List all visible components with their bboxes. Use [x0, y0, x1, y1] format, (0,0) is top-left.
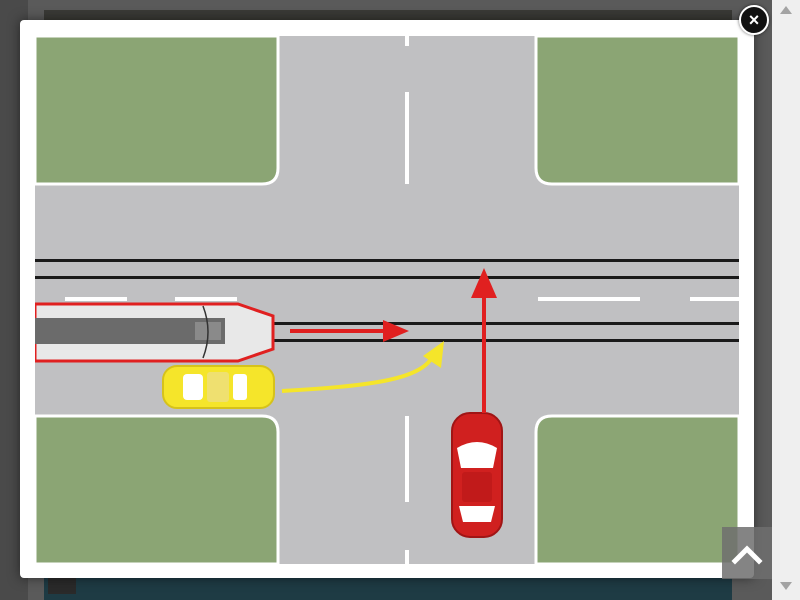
- lane-dash: [538, 297, 640, 301]
- close-button[interactable]: ×: [739, 5, 769, 35]
- lane-dash: [175, 297, 237, 301]
- lane-dash: [405, 416, 409, 502]
- tram-rail: [35, 259, 739, 262]
- grass-bottom-right: [534, 414, 739, 564]
- scroll-down-arrow-icon[interactable]: [780, 582, 792, 590]
- red-car-direction-arrow: [471, 268, 497, 413]
- grass-top-left: [35, 36, 280, 186]
- lane-dash: [405, 36, 409, 46]
- yellow-car: [162, 365, 275, 409]
- back-to-top-button[interactable]: [722, 527, 772, 579]
- tram-rail: [35, 339, 739, 342]
- chevron-up-icon: [731, 545, 763, 565]
- lane-dash: [405, 92, 409, 184]
- image-modal: [20, 20, 754, 578]
- tram-rail: [35, 276, 739, 279]
- tram-direction-arrow: [290, 320, 409, 342]
- close-icon: ×: [748, 10, 760, 30]
- lane-dash: [65, 297, 127, 301]
- scrollbar[interactable]: [772, 0, 800, 600]
- scroll-up-arrow-icon[interactable]: [780, 6, 792, 14]
- grass-top-right: [534, 36, 739, 186]
- intersection-illustration: [35, 36, 739, 564]
- lane-dash: [690, 297, 739, 301]
- tram: [35, 302, 275, 363]
- grass-bottom-left: [35, 414, 280, 564]
- yellow-car-turn-arrow: [281, 341, 444, 393]
- red-car: [451, 412, 503, 538]
- intersection-diagram: [35, 36, 739, 564]
- lane-dash: [405, 550, 409, 564]
